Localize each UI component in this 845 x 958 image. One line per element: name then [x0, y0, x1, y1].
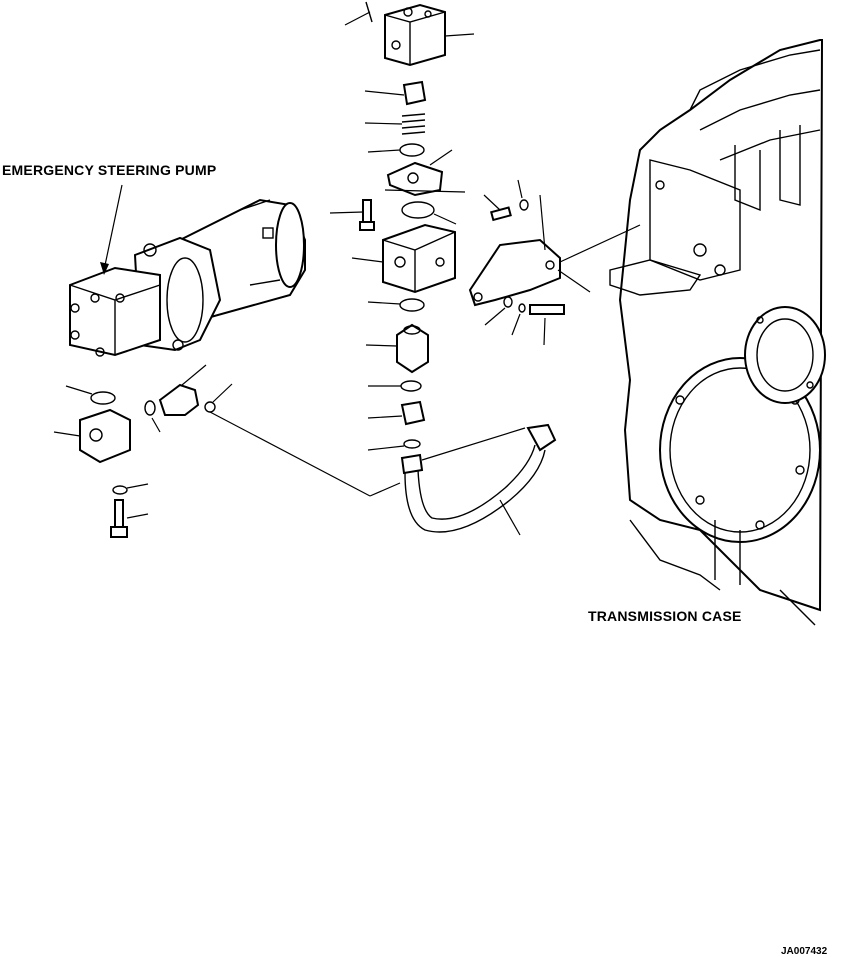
adapter-fitting	[365, 323, 429, 374]
valve-block	[351, 223, 456, 294]
o-ring-1	[367, 143, 425, 157]
bracket-bolt-top	[483, 179, 546, 251]
transmission-case	[609, 39, 826, 626]
flange-plate	[384, 149, 466, 197]
elbow-fitting	[144, 364, 371, 497]
cap-screw	[329, 199, 375, 231]
o-ring-4	[368, 380, 422, 392]
spring	[364, 113, 426, 135]
drawing-code: JA007432	[781, 946, 828, 957]
emergency-steering-pump-label: EMERGENCY STEERING PUMP	[2, 162, 217, 178]
o-ring-2	[401, 201, 457, 225]
bracket-bolt-bottom	[484, 296, 565, 346]
o-ring-5	[367, 439, 421, 451]
transmission-case-label: TRANSMISSION CASE	[588, 608, 742, 624]
connector	[367, 400, 426, 426]
o-ring-pump	[65, 385, 116, 405]
hose-assembly	[369, 423, 557, 536]
o-ring-3	[367, 298, 425, 312]
mounting-bracket	[468, 224, 641, 307]
flange-adapter	[53, 408, 131, 464]
emergency-steering-pump	[69, 184, 306, 357]
washer-and-bolt	[110, 483, 149, 538]
fitting-1	[364, 80, 427, 106]
top-valve-block	[344, 1, 475, 67]
